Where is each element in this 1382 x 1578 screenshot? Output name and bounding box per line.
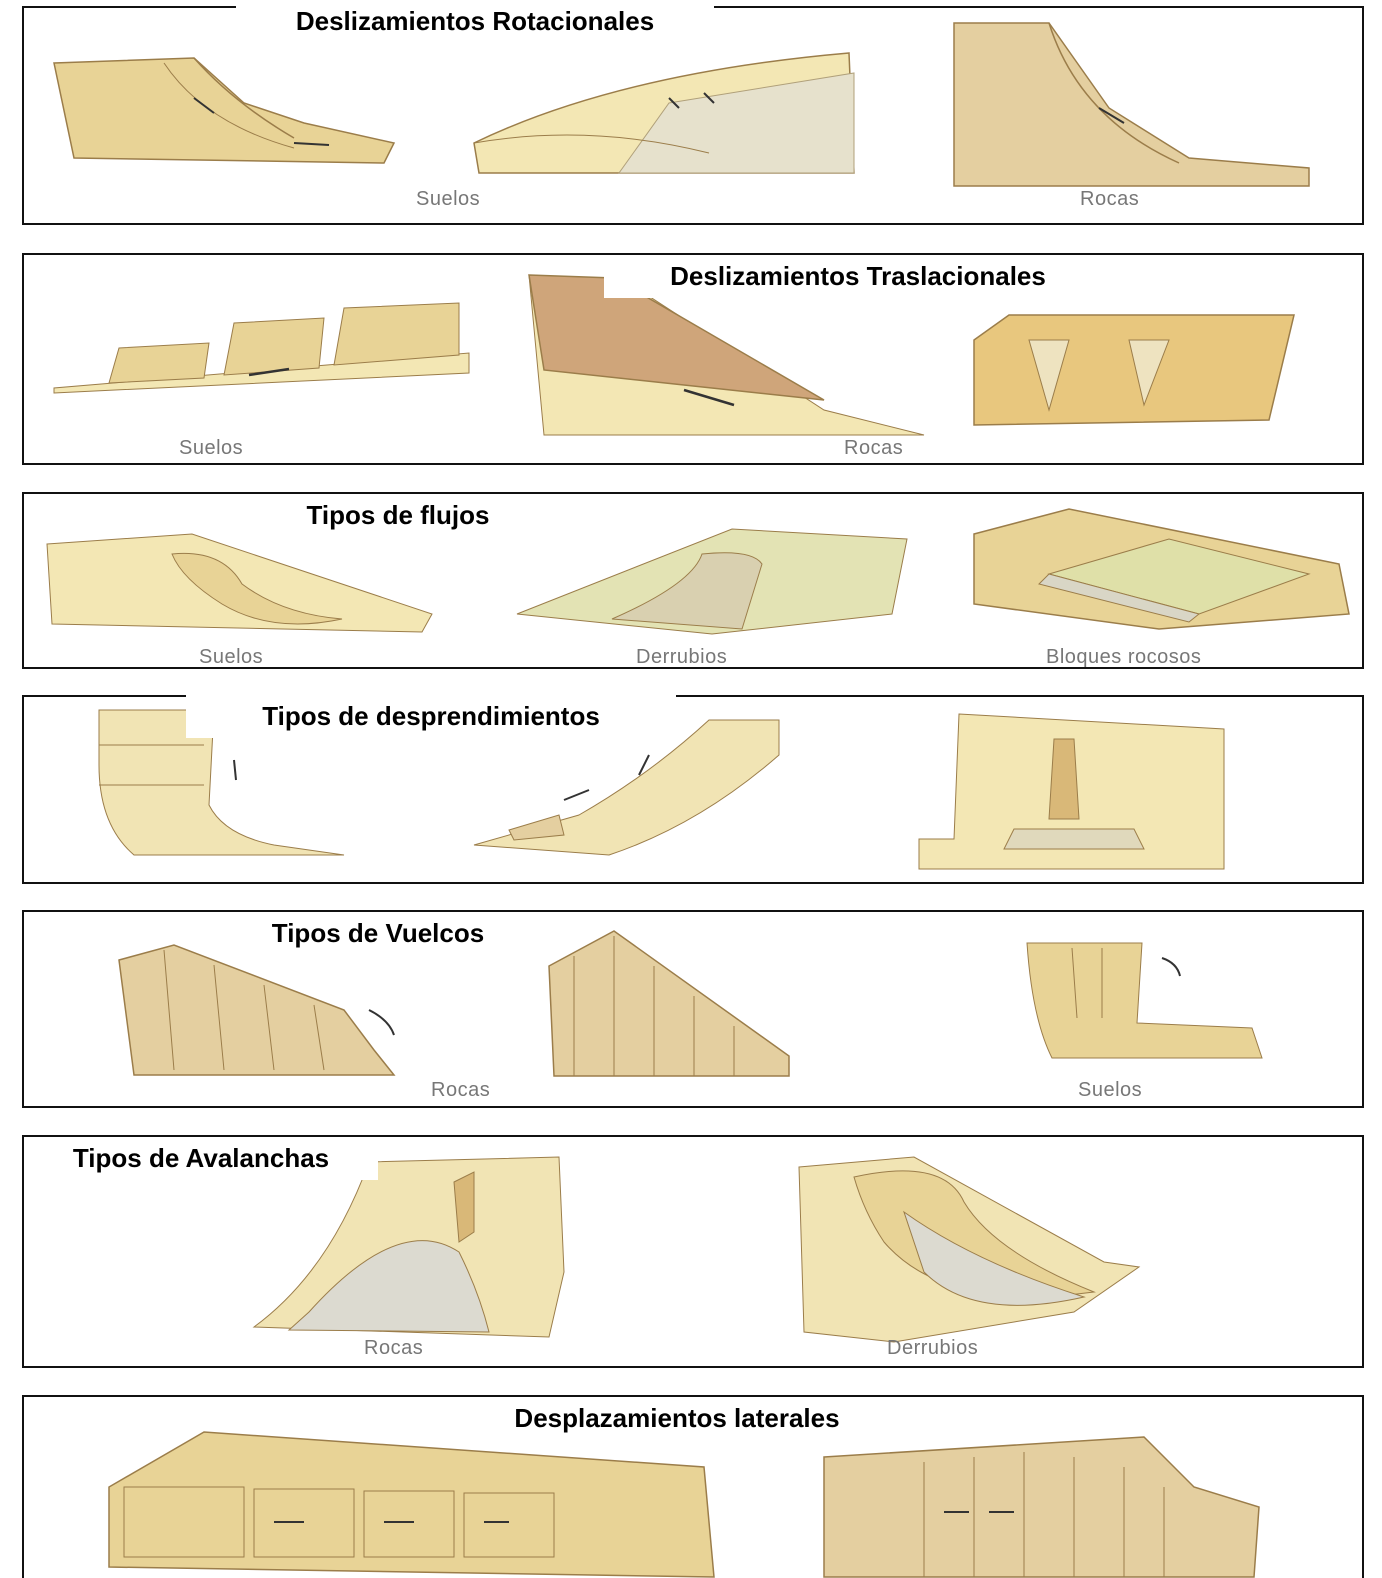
panel-title: Desplazamientos laterales bbox=[456, 1397, 898, 1440]
rock-topple-illustration-2 bbox=[544, 926, 794, 1081]
rotational-slide-rock-illustration bbox=[949, 18, 1319, 188]
rock-block-flow-illustration bbox=[969, 504, 1349, 634]
caption-rocks: Rocas bbox=[364, 1337, 423, 1360]
caption-soils: Suelos bbox=[1078, 1079, 1142, 1102]
caption-soils: Suelos bbox=[199, 646, 263, 669]
caption-rock-blocks: Bloques rocosos bbox=[1046, 646, 1201, 669]
panel-avalanche-types: Tipos de Avalanchas Rocas Derrubios bbox=[22, 1135, 1364, 1368]
translational-slide-soil-illustration bbox=[49, 293, 469, 403]
panel-title: Deslizamientos Rotacionales bbox=[236, 0, 714, 43]
rock-lateral-spread-illustration bbox=[814, 1427, 1264, 1577]
rotational-slide-soil-illustration-1 bbox=[44, 43, 404, 173]
debris-flow-illustration bbox=[512, 524, 912, 639]
caption-debris: Derrubios bbox=[887, 1337, 978, 1360]
rock-avalanche-illustration bbox=[249, 1152, 579, 1342]
caption-soils: Suelos bbox=[179, 437, 243, 460]
caption-debris: Derrubios bbox=[636, 646, 727, 669]
soil-topple-illustration bbox=[1022, 938, 1272, 1063]
rock-topple-illustration-1 bbox=[114, 940, 404, 1080]
panel-title: Tipos de Avalanchas bbox=[24, 1137, 378, 1180]
panel-translational-slides: Deslizamientos Traslacionales Suelos Roc… bbox=[22, 253, 1364, 465]
soil-fall-illustration bbox=[914, 709, 1244, 879]
caption-rocks: Rocas bbox=[844, 437, 903, 460]
soil-flow-illustration bbox=[42, 524, 442, 634]
panel-fall-types: Tipos de desprendimientos bbox=[22, 695, 1364, 884]
panel-lateral-spreads: Desplazamientos laterales bbox=[22, 1395, 1364, 1578]
panel-title: Tipos de desprendimientos bbox=[186, 695, 676, 738]
debris-avalanche-illustration bbox=[794, 1152, 1144, 1347]
panel-topple-types: Tipos de Vuelcos Rocas Suelos bbox=[22, 910, 1364, 1108]
panel-rotational-slides: Deslizamientos Rotacionales Suelos Rocas bbox=[22, 6, 1364, 225]
translational-slide-wedge-illustration bbox=[969, 310, 1299, 430]
caption-rocks: Rocas bbox=[431, 1079, 490, 1102]
rotational-slide-soil-illustration-2 bbox=[469, 33, 869, 178]
panel-title: Tipos de flujos bbox=[264, 494, 532, 537]
panel-title: Tipos de Vuelcos bbox=[222, 912, 534, 955]
caption-rocks: Rocas bbox=[1080, 188, 1139, 211]
caption-soils: Suelos bbox=[416, 188, 480, 211]
panel-flow-types: Tipos de flujos Suelos Derrubios Bloques… bbox=[22, 492, 1364, 669]
panel-title: Deslizamientos Traslacionales bbox=[604, 255, 1112, 298]
soil-lateral-spread-illustration bbox=[104, 1427, 724, 1577]
